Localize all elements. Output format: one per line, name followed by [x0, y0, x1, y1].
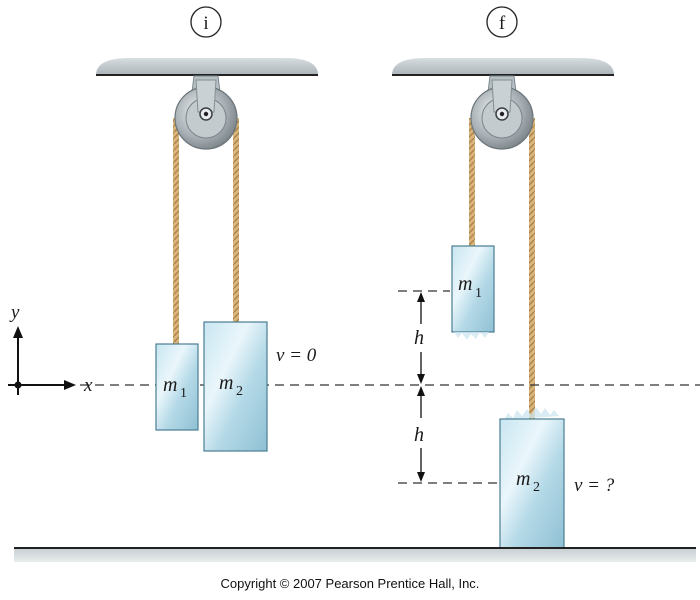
svg-text:m: m — [163, 374, 177, 396]
svg-text:m: m — [458, 273, 472, 295]
block-m1-initial: m 1 — [155, 343, 199, 431]
ceiling-left — [96, 58, 318, 75]
svg-text:2: 2 — [533, 480, 540, 495]
velocity-final: v = ? — [574, 475, 615, 496]
svg-text:i: i — [203, 13, 208, 34]
y-axis-label: y — [9, 302, 20, 323]
block-m2-initial: m 2 — [203, 321, 268, 452]
height-label-lower: h — [414, 424, 424, 446]
height-dimensions: h h — [398, 290, 498, 484]
svg-text:2: 2 — [236, 384, 243, 399]
svg-text:1: 1 — [475, 286, 482, 301]
panel-label-initial: i — [190, 6, 222, 38]
svg-text:f: f — [499, 13, 506, 34]
pulley-right — [469, 75, 535, 420]
x-axis-label: x — [83, 375, 93, 396]
block-m1-final: m 1 — [451, 245, 495, 340]
height-label-upper: h — [414, 327, 424, 349]
svg-text:m: m — [516, 468, 530, 490]
panel-label-final: f — [486, 6, 518, 38]
svg-text:m: m — [219, 372, 233, 394]
coordinate-axes: x y — [8, 302, 93, 396]
floor — [14, 547, 696, 562]
svg-text:1: 1 — [180, 386, 187, 401]
velocity-initial: v = 0 — [276, 345, 317, 366]
pulley-left — [173, 75, 239, 345]
ceiling-right — [392, 58, 614, 75]
copyright-notice: Copyright © 2007 Pearson Prentice Hall, … — [220, 576, 480, 591]
block-m2-final: m 2 — [499, 407, 565, 549]
